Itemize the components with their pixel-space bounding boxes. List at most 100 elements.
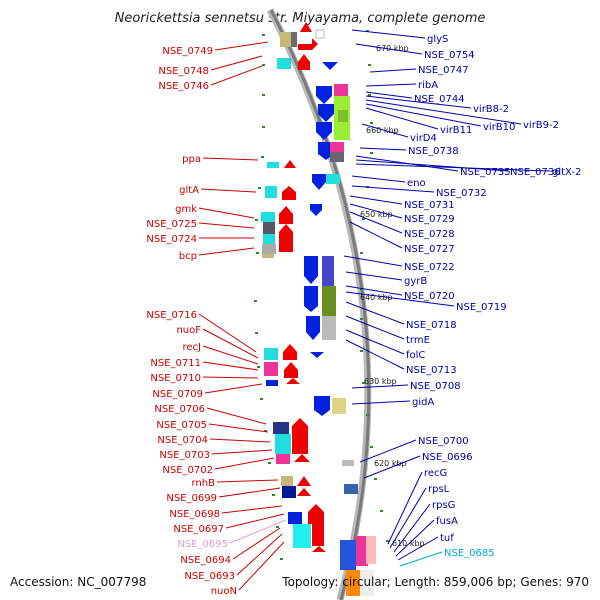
gene-block (267, 162, 279, 168)
kbp-tick-label: 660 kbp (366, 126, 399, 135)
leader-line (355, 163, 551, 172)
gene-label: NSE_0708 (410, 381, 461, 392)
tick-mark (362, 382, 365, 384)
gene-arrow (283, 344, 297, 360)
gene-label: virB9-2 (523, 120, 559, 131)
gene-arrow (310, 204, 322, 216)
gene-label: NSE_0718 (406, 320, 457, 331)
leader-line (198, 207, 255, 219)
tick-mark (380, 510, 383, 512)
leader-line (211, 449, 273, 455)
gene-block (322, 286, 336, 316)
gene-label: trmE (406, 335, 430, 346)
leader-line (351, 400, 411, 405)
gene-label: bcp (179, 251, 197, 262)
gene-arrow (304, 256, 318, 284)
gene-label: NSE_0749 (162, 46, 213, 57)
gene-block (366, 536, 376, 564)
gene-label: NSE_0724 (146, 234, 197, 245)
gene-block (265, 186, 277, 198)
gene-block (322, 256, 334, 286)
tick-mark (368, 94, 371, 96)
gene-block (275, 434, 291, 454)
gene-label: nuoN (211, 586, 237, 597)
gene-block (262, 254, 274, 258)
genome-backbone-core (269, 9, 371, 600)
leader-line (209, 438, 271, 443)
gene-label: NSE_0685 (444, 548, 495, 559)
leader-line (365, 91, 413, 99)
gene-label: gidA (412, 397, 434, 408)
leader-line (202, 361, 259, 371)
tick-mark (366, 414, 369, 416)
gene-label: NSE_0725 (146, 219, 197, 230)
tick-mark (255, 332, 258, 334)
gene-arrow (308, 504, 324, 524)
gene-block (332, 398, 346, 414)
kbp-tick-label: 670 kbp (376, 44, 409, 53)
gene-block (277, 58, 291, 69)
gene-block (280, 32, 292, 47)
tick-mark (360, 288, 363, 290)
leader-line (200, 188, 257, 193)
kbp-tick-label: 650 kbp (360, 210, 393, 219)
gene-label: NSE_0722 (404, 262, 455, 273)
leader-line (345, 339, 405, 370)
gene-arrow (279, 206, 293, 224)
leader-line (365, 95, 472, 109)
gene-label: NSE_0732 (436, 188, 487, 199)
left-tick-marks (254, 34, 283, 560)
leader-line (208, 423, 269, 433)
gene-label: rpsG (432, 500, 455, 511)
leader-line (365, 99, 522, 125)
leader-line (399, 551, 443, 567)
gene-label: rpsL (428, 484, 450, 495)
gene-label: recJ (183, 342, 202, 353)
gene-label: NSE_0698 (169, 509, 220, 520)
tick-mark (370, 122, 373, 124)
leader-line (218, 487, 281, 498)
tick-mark (256, 252, 259, 254)
leader-line (206, 407, 267, 425)
leader-line (355, 43, 423, 55)
gene-block (334, 84, 348, 96)
gene-label: NSE_0719 (456, 302, 507, 313)
tick-mark (374, 478, 377, 480)
leader-line (365, 107, 439, 130)
kbp-tick-label: 610 kbp (392, 539, 425, 548)
leader-line (355, 159, 509, 172)
tick-mark (255, 219, 258, 221)
kbp-tick-label: 620 kbp (374, 459, 407, 468)
leader-line (345, 271, 403, 281)
gene-block (282, 486, 296, 498)
gene-label: NSE_0720 (404, 291, 455, 302)
gene-arrow (312, 174, 326, 190)
leader-line (395, 519, 435, 557)
gene-block (338, 110, 348, 122)
gene-label: eno (407, 178, 426, 189)
gene-block (315, 29, 325, 39)
leader-line (351, 175, 406, 183)
gene-block (263, 222, 275, 234)
tick-mark (254, 300, 257, 302)
gene-block (312, 524, 324, 546)
gene-arrow (310, 352, 324, 358)
gene-block (291, 32, 297, 47)
tick-mark (261, 156, 264, 158)
leader-line (343, 255, 403, 267)
gene-block (346, 570, 360, 596)
gene-block (293, 524, 311, 548)
leader-line (389, 487, 427, 549)
tick-mark (268, 462, 271, 464)
left-leader-lines (198, 41, 287, 591)
leader-line (202, 328, 259, 359)
gene-label: NSE_0713 (406, 365, 457, 376)
gene-block (330, 152, 344, 162)
gene-label: NSE_0727 (404, 244, 455, 255)
left-genes (261, 22, 326, 552)
gene-label: NSE_0716 (146, 310, 197, 321)
leader-line (351, 29, 426, 39)
gene-label: rnhB (192, 478, 216, 489)
leader-line (349, 221, 403, 249)
tick-mark (258, 187, 261, 189)
